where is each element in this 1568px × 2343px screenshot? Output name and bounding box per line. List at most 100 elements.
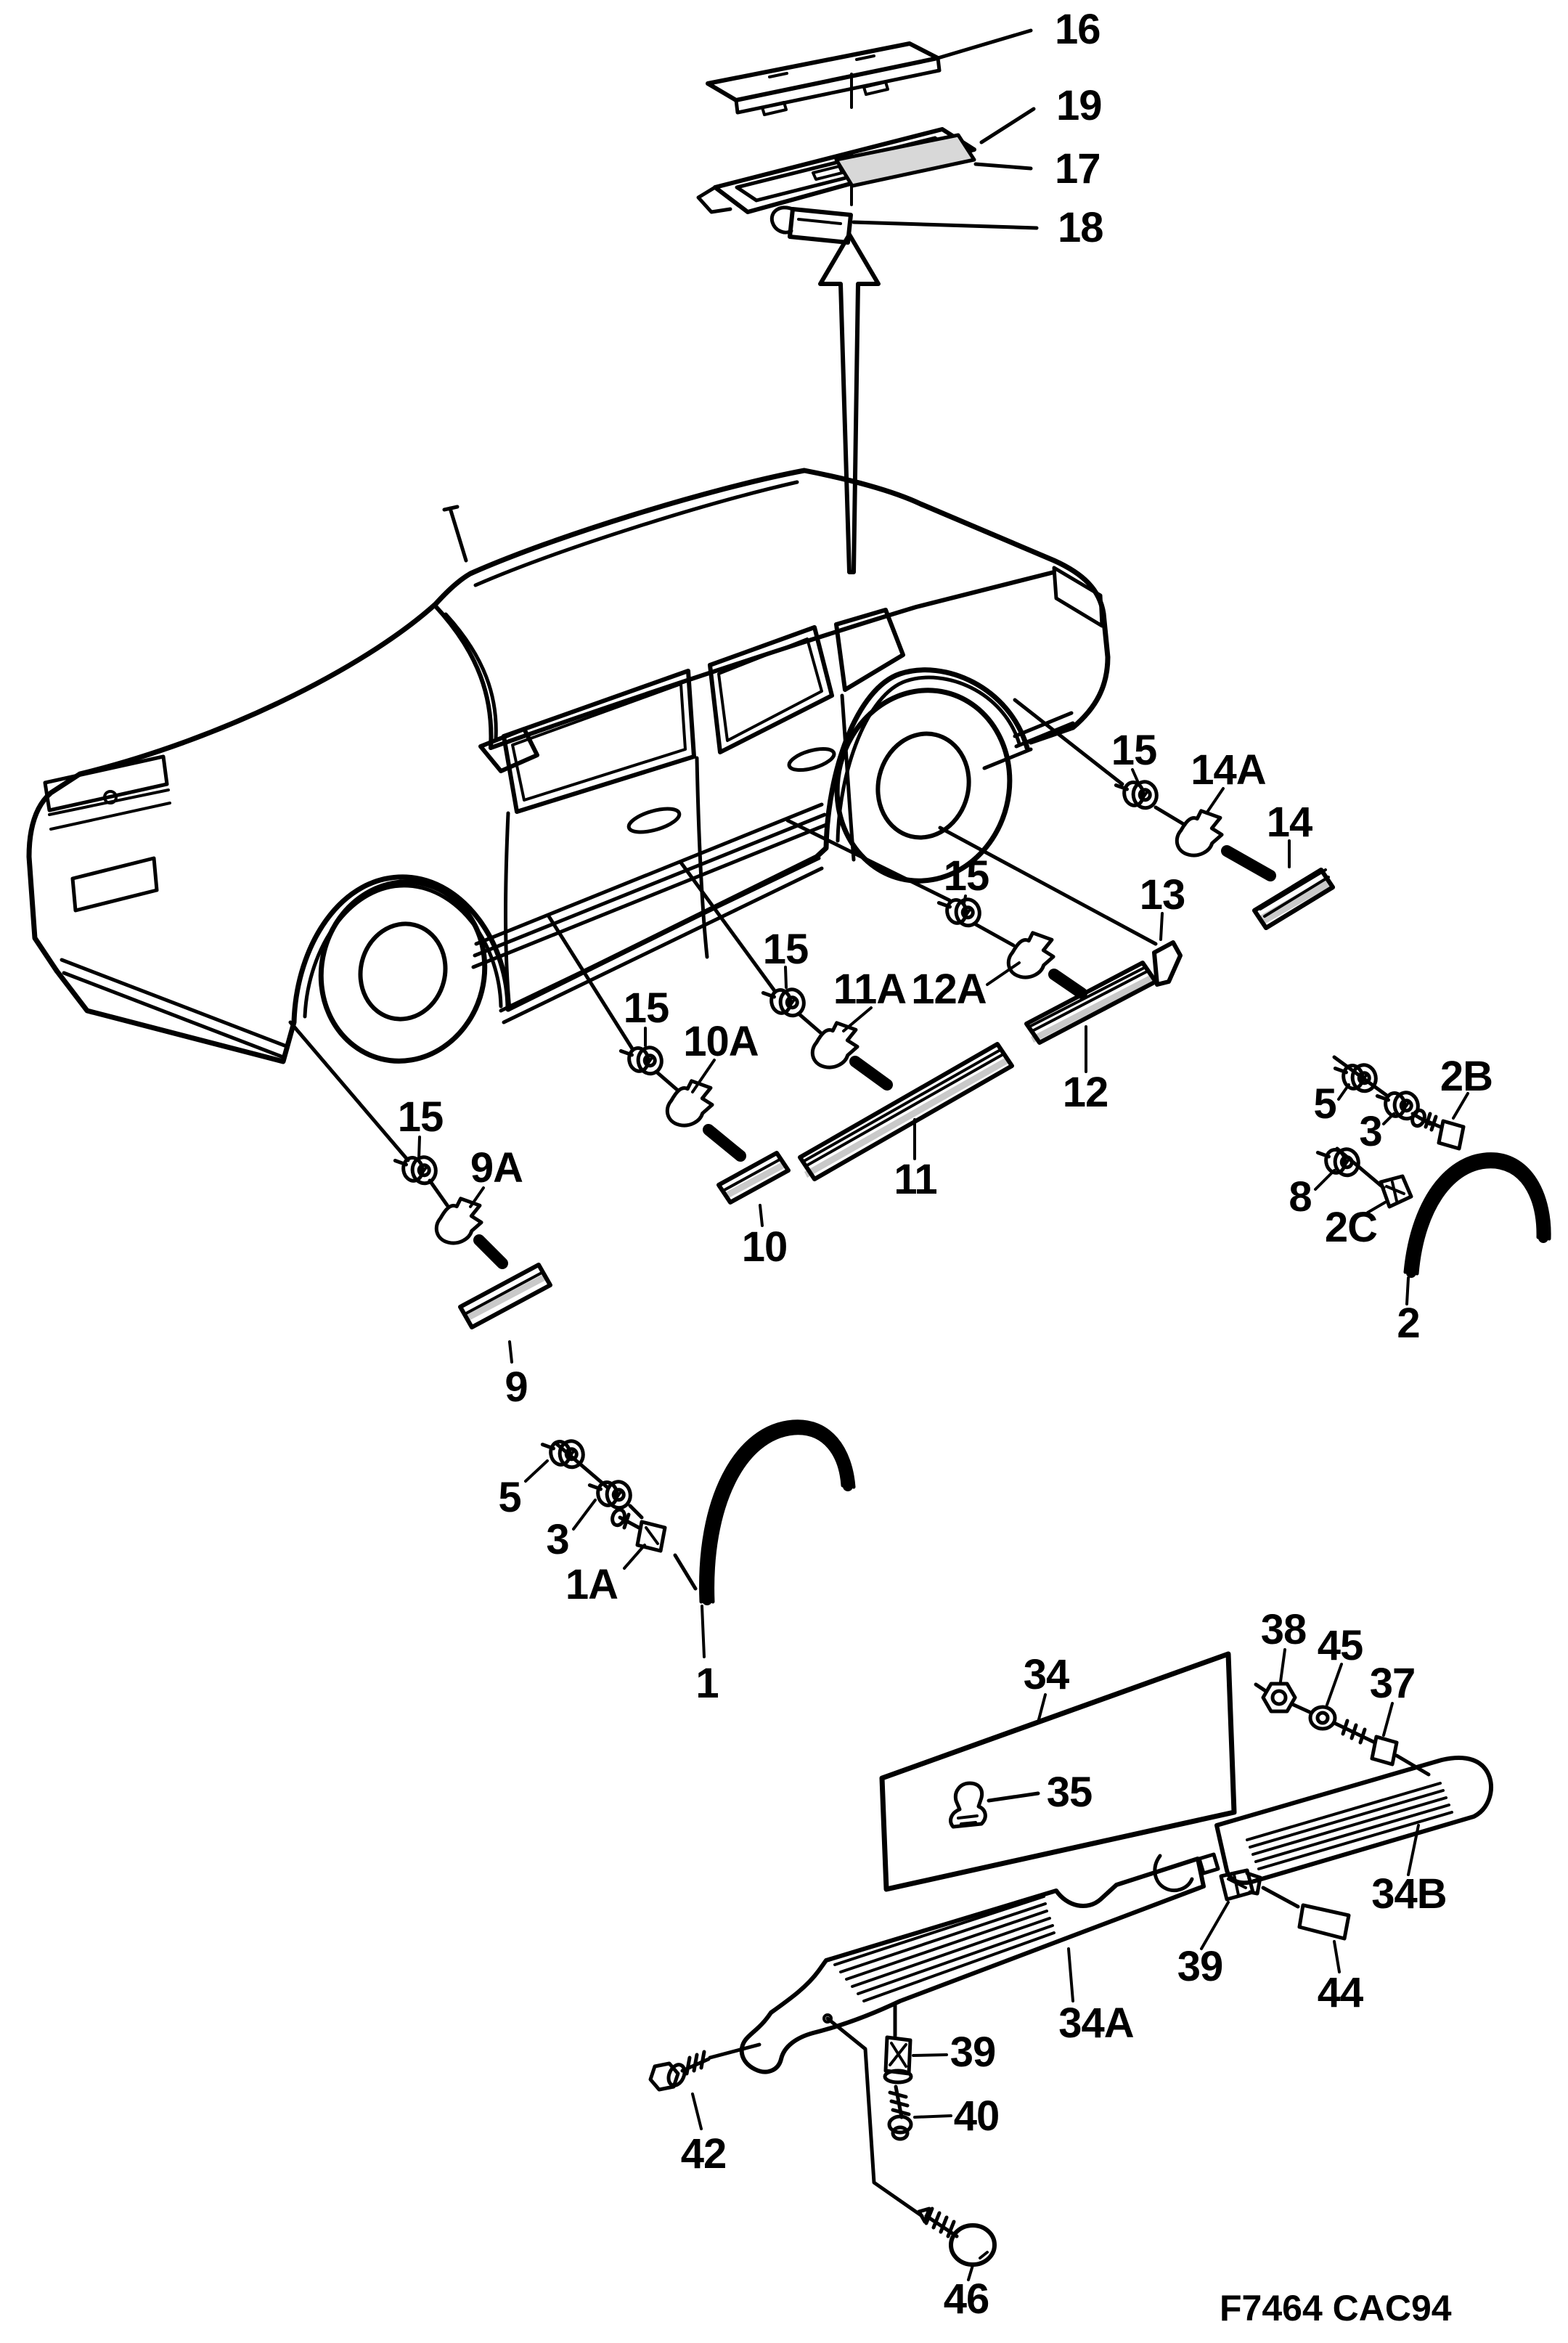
rear-arch-lip: [836, 675, 1021, 843]
rear-door-handle: [787, 746, 836, 773]
tick-34: [1037, 1693, 1047, 1724]
explode-direction-arrow: [818, 232, 881, 574]
mount-arrow-12: [1048, 969, 1087, 999]
tick-39-right: [1200, 1901, 1230, 1950]
callout-15-front: 15: [398, 1093, 444, 1141]
tick-13: [1159, 912, 1164, 941]
front-arch-lip: [303, 884, 503, 1019]
license-plate: [70, 856, 159, 913]
roof-inner-line: [473, 480, 799, 587]
callout-5-right: 5: [1313, 1080, 1336, 1128]
tick-15-mid: [784, 966, 788, 989]
callout-17: 17: [1055, 145, 1101, 192]
rear-door-window-inner: [717, 637, 823, 742]
leader-46: [825, 2016, 924, 2218]
tick-40: [913, 2114, 952, 2119]
grommet-5-right: [1335, 1062, 1378, 1096]
rear-door-window: [708, 625, 834, 754]
callout-44: 44: [1318, 1969, 1363, 2016]
tick-37: [1382, 1702, 1394, 1737]
tick-15-rear: [1131, 768, 1140, 784]
mount-arrow-10: [703, 1124, 746, 1162]
mount-arrow-9: [473, 1234, 508, 1269]
cluster-moulding-12: 15 11A 12A 12: [785, 818, 1158, 1116]
leader-19: [979, 107, 1036, 144]
tick-5-left: [524, 1459, 549, 1483]
screw-46: [917, 2207, 997, 2267]
callout-11: 11: [894, 1156, 936, 1203]
tick-14A: [1205, 787, 1225, 815]
grommet-15-left: [621, 1044, 663, 1078]
washer-45: [1308, 1705, 1337, 1731]
rear-door-edge: [840, 693, 856, 862]
part-13-endcap: [1152, 940, 1183, 987]
leader-17: [973, 162, 1033, 171]
leader-axis-10: [547, 914, 680, 1093]
leader-13: [938, 826, 1158, 946]
tick-10: [759, 1204, 764, 1227]
callout-9: 9: [505, 1364, 527, 1411]
leader-axis-11: [679, 860, 822, 1035]
part-11-moulding: [798, 1042, 1014, 1181]
callout-1: 1: [695, 1660, 718, 1707]
callout-16: 16: [1055, 6, 1101, 53]
drawing-code: F7464 CAC94: [1220, 2288, 1452, 2328]
callout-15-mid: 15: [763, 926, 809, 973]
callout-15-right: 15: [944, 852, 989, 900]
leader-35: [987, 1791, 1040, 1803]
quarter-window: [834, 608, 905, 692]
front-door-edge: [504, 811, 512, 1011]
part-17-pad: [834, 133, 976, 188]
part-18-clip: [769, 205, 853, 245]
tick-34B: [1407, 1824, 1420, 1876]
joint-tab: [1197, 1852, 1220, 1875]
antenna: [442, 505, 468, 563]
cluster-rear-moulding: 15 14A 14 13: [938, 698, 1335, 987]
leader-18: [852, 220, 1039, 230]
tick-9A: [469, 1186, 485, 1208]
cluster-sill-trim: 34 35 34A 34B: [648, 1606, 1493, 2323]
hood-emblem: [103, 790, 118, 804]
callout-39-bottom: 39: [950, 2029, 996, 2076]
grommet-15-mid: [763, 986, 806, 1020]
callout-40: 40: [954, 2093, 1000, 2140]
part-10-moulding: [716, 1151, 791, 1205]
bolt-2B: [1410, 1108, 1466, 1151]
front-wheel: [318, 879, 488, 1064]
callout-14: 14: [1267, 799, 1312, 846]
nut-38: [1254, 1682, 1297, 1714]
car-rear-arch-rocker: [505, 667, 1030, 1012]
tick-1: [701, 1605, 706, 1658]
rear-bumper-strips: [982, 711, 1075, 770]
mount-arrow-11: [849, 1056, 893, 1091]
grommet-5-left: [542, 1438, 585, 1472]
car-drawing: [26, 468, 1111, 1064]
screw-42: [648, 2050, 711, 2092]
callout-46: 46: [944, 2275, 989, 2323]
axis-38-45: [1291, 1703, 1312, 1714]
callout-18: 18: [1058, 204, 1103, 251]
part-34-panel: [879, 1651, 1237, 1892]
rear-wheel: [834, 688, 1013, 884]
cluster-moulding-9: 15 9A 9: [288, 1020, 552, 1411]
sill-band: [499, 856, 824, 1024]
tick-3-right: [1382, 1112, 1395, 1125]
callout-35: 35: [1047, 1769, 1093, 1816]
part-2-arch-moulding: [1403, 1152, 1551, 1278]
tick-12A: [986, 961, 1021, 986]
callout-34A: 34A: [1058, 2000, 1134, 2047]
tick-46: [967, 2264, 974, 2281]
callout-12A: 12A: [911, 966, 987, 1013]
tick-9: [508, 1340, 513, 1364]
leader-42: [708, 2042, 761, 2060]
screw-point-dot: [822, 2013, 833, 2024]
cluster-arch-2: 5 3 2B 8 2C 2: [1289, 1053, 1551, 1347]
car-front-arch-bumper: [54, 874, 511, 1064]
tick-2: [1405, 1276, 1410, 1305]
leader-16: [936, 28, 1033, 60]
cluster-moulding-10: 15 10A 10: [547, 914, 791, 1271]
mount-arrow-14: [1221, 845, 1276, 881]
callout-10A: 10A: [683, 1018, 759, 1065]
grommet-3-left: [589, 1478, 632, 1512]
